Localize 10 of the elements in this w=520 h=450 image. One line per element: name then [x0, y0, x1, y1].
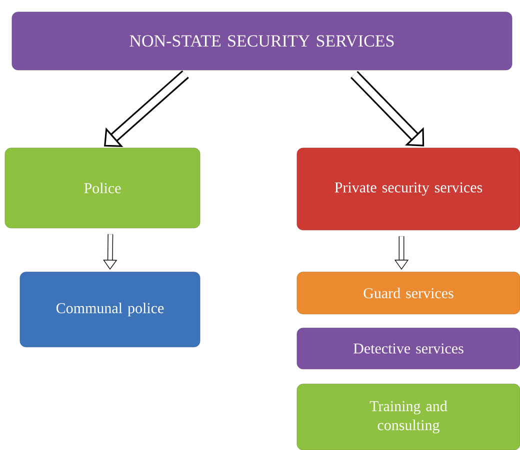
process-box: Police [4, 148, 200, 228]
process-box: Guard services [296, 272, 520, 314]
arrow [350, 70, 424, 146]
process-box: Communal police [20, 272, 200, 348]
arrow [103, 234, 118, 270]
process-box: Training and consulting [296, 384, 520, 450]
process-box: Private security services [296, 148, 520, 230]
process-box: Detective services [296, 328, 520, 370]
arrow [104, 70, 189, 148]
title-bar: NON-STATE SECURITY SERVICES [12, 12, 512, 70]
